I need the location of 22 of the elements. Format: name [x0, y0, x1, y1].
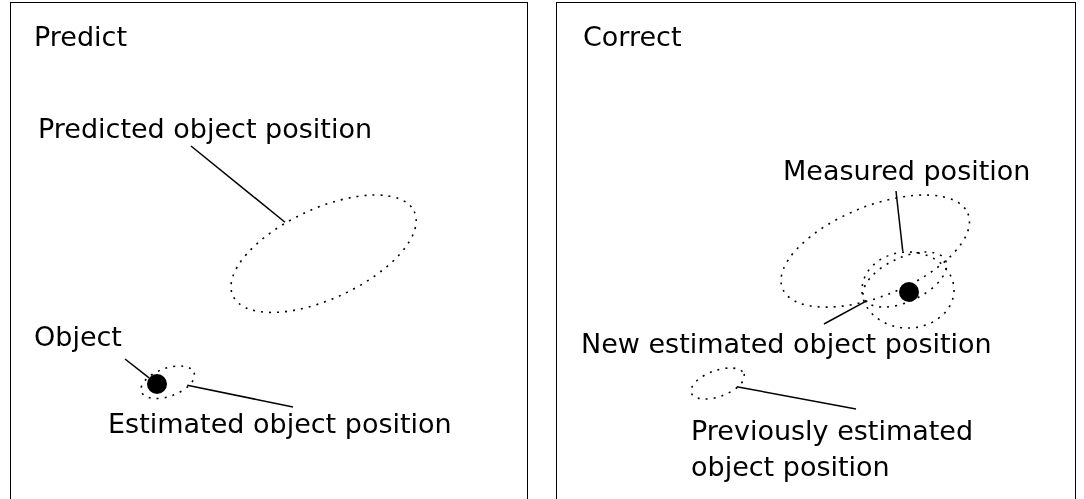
leader-line: [736, 385, 857, 410]
callout-text: Predicted object position: [38, 111, 373, 147]
leader-line: [895, 190, 904, 252]
leader-line: [186, 384, 294, 408]
panel-title: Predict: [34, 20, 127, 54]
callout-text: Measured position: [783, 153, 1031, 189]
leader-line: [124, 358, 150, 379]
dotted-ellipse: [861, 251, 955, 329]
panel-title: Correct: [583, 20, 682, 54]
callout-text: Object: [34, 319, 122, 355]
object-dot: [146, 373, 168, 395]
object-dot: [898, 281, 920, 303]
leader-line: [190, 145, 286, 223]
callout-text: Estimated object position: [108, 406, 452, 442]
dotted-ellipse: [690, 367, 746, 401]
callout-text: New estimated object position: [581, 326, 992, 362]
callout-text: Previously estimated object position: [691, 413, 1041, 485]
dotted-ellipse: [779, 193, 971, 309]
dotted-ellipse: [862, 251, 948, 309]
leader-line: [823, 300, 867, 325]
dotted-ellipse: [230, 194, 418, 314]
dotted-ellipse: [140, 364, 196, 400]
